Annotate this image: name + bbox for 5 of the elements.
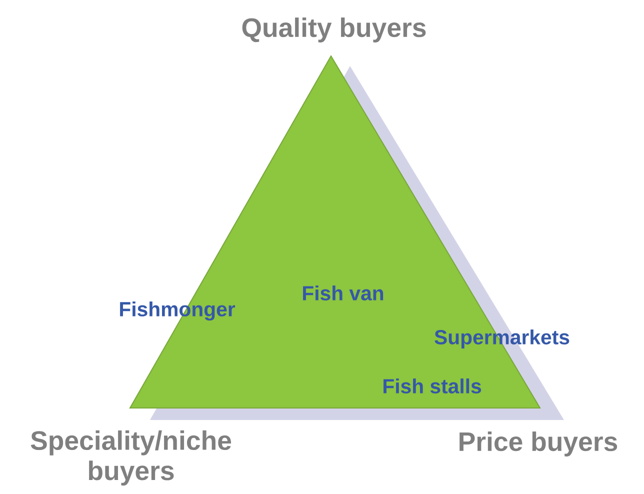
axis-label: Quality buyers [242,18,426,42]
axis-label: Speciality/niche buyers [30,430,232,486]
market-label: Fish stalls [384,378,482,394]
axis-label: Price buyers [460,432,618,456]
market-label: Fish van [303,286,384,300]
